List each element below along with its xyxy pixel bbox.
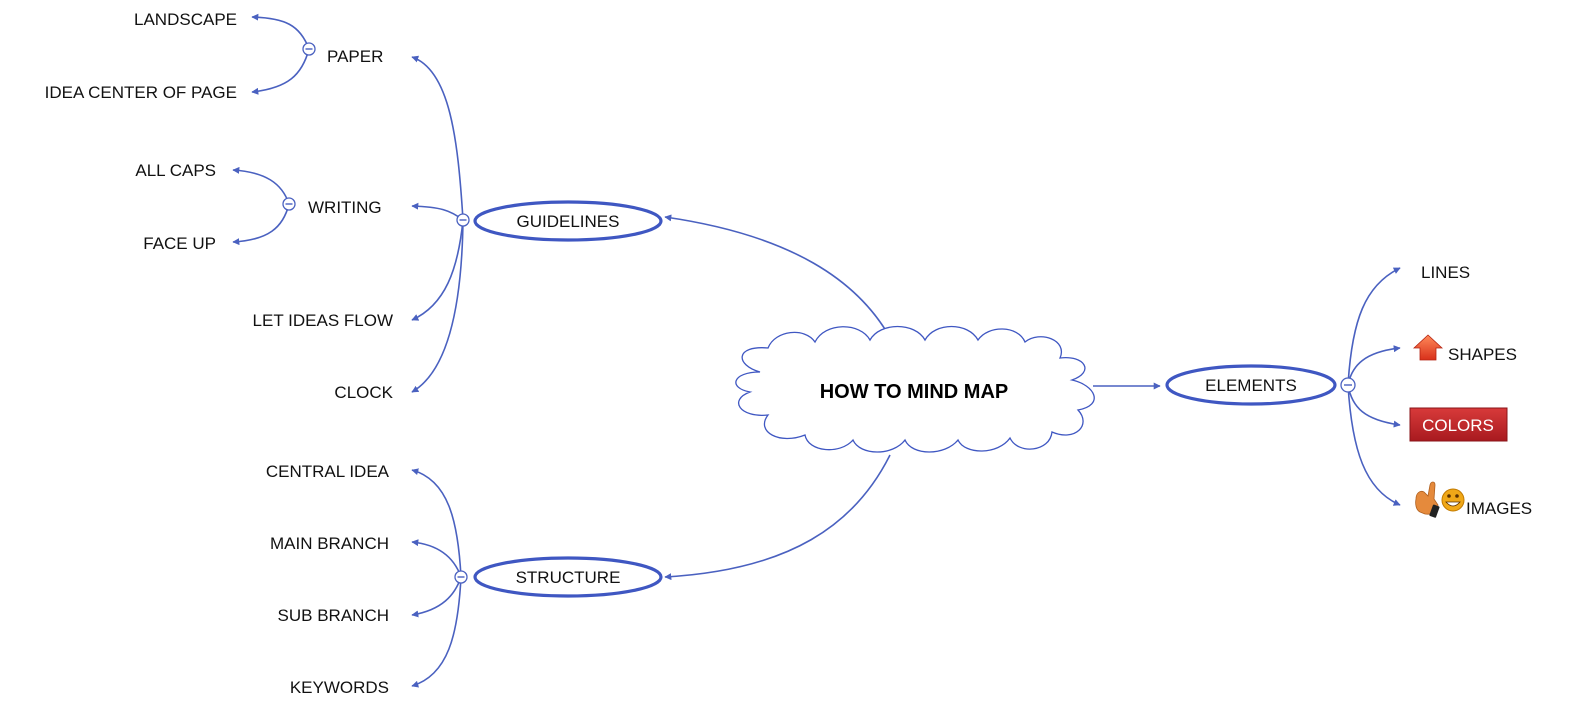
branch-structure-label: STRUCTURE — [516, 568, 621, 587]
node-central-idea[interactable]: CENTRAL IDEA — [266, 462, 390, 481]
edge-central-to-guidelines — [664, 214, 894, 344]
edge-structure-to-keywords — [411, 576, 462, 688]
cloud-shape — [735, 326, 1095, 453]
central-topic-label: HOW TO MIND MAP — [820, 381, 1009, 403]
node-colors-label: COLORS — [1422, 416, 1494, 435]
node-shapes[interactable]: SHAPES — [1412, 334, 1517, 364]
edge-structure-to-central-idea — [411, 468, 462, 578]
collapse-elements-toggle[interactable] — [1340, 377, 1356, 393]
edge-structure-to-sub-branch — [411, 576, 462, 618]
node-shapes-label: SHAPES — [1448, 345, 1517, 364]
smiley-face-icon — [1441, 488, 1465, 512]
edge-writing-to-face-up — [232, 203, 290, 246]
node-lines[interactable]: LINES — [1421, 263, 1470, 282]
branch-elements-label: ELEMENTS — [1205, 376, 1297, 395]
branch-guidelines-label: GUIDELINES — [517, 212, 620, 231]
collapse-paper-toggle[interactable] — [302, 42, 316, 56]
collapse-writing-toggle[interactable] — [282, 197, 296, 211]
edge-elements-to-lines — [1347, 267, 1401, 386]
node-face-up[interactable]: FACE UP — [143, 234, 216, 253]
edge-elements-to-images — [1347, 384, 1401, 506]
collapse-guidelines-toggle[interactable] — [456, 213, 470, 227]
node-keywords[interactable]: KEYWORDS — [290, 678, 389, 697]
node-main-branch[interactable]: MAIN BRANCH — [270, 534, 389, 553]
node-colors[interactable]: COLORS — [1409, 407, 1508, 442]
node-all-caps[interactable]: ALL CAPS — [135, 161, 216, 180]
edge-paper-to-idea-center — [251, 48, 310, 95]
edge-guidelines-to-let-ideas-flow — [411, 219, 464, 321]
node-let-ideas-flow[interactable]: LET IDEAS FLOW — [253, 311, 393, 330]
edge-elements-to-colors — [1347, 384, 1401, 428]
edge-elements-to-shapes — [1347, 345, 1401, 386]
edge-guidelines-to-writing — [411, 202, 464, 221]
node-images-label: IMAGES — [1466, 499, 1532, 518]
red-up-arrow-icon — [1412, 334, 1444, 361]
node-writing[interactable]: WRITING — [308, 198, 382, 217]
edge-guidelines-to-paper — [411, 55, 464, 221]
node-idea-center-of-page[interactable]: IDEA CENTER OF PAGE — [45, 83, 237, 102]
node-landscape[interactable]: LANDSCAPE — [134, 10, 237, 29]
edge-paper-to-landscape — [251, 13, 310, 50]
edge-structure-to-main-branch — [411, 539, 462, 578]
node-images[interactable]: IMAGES — [1415, 481, 1532, 518]
pointing-hand-icon — [1415, 481, 1440, 518]
edge-guidelines-to-clock — [411, 219, 464, 393]
branch-elements[interactable]: ELEMENTS — [1165, 364, 1337, 406]
colors-badge — [1409, 407, 1508, 442]
collapse-structure-toggle[interactable] — [454, 570, 468, 584]
edge-writing-to-all-caps — [232, 166, 290, 205]
edge-central-to-structure — [664, 454, 891, 581]
central-topic-node[interactable]: HOW TO MIND MAP — [735, 326, 1095, 453]
node-clock[interactable]: CLOCK — [334, 383, 393, 402]
node-sub-branch[interactable]: SUB BRANCH — [278, 606, 389, 625]
branch-guidelines[interactable]: GUIDELINES — [473, 200, 663, 242]
branch-structure[interactable]: STRUCTURE — [473, 556, 663, 598]
node-paper[interactable]: PAPER — [327, 47, 383, 66]
